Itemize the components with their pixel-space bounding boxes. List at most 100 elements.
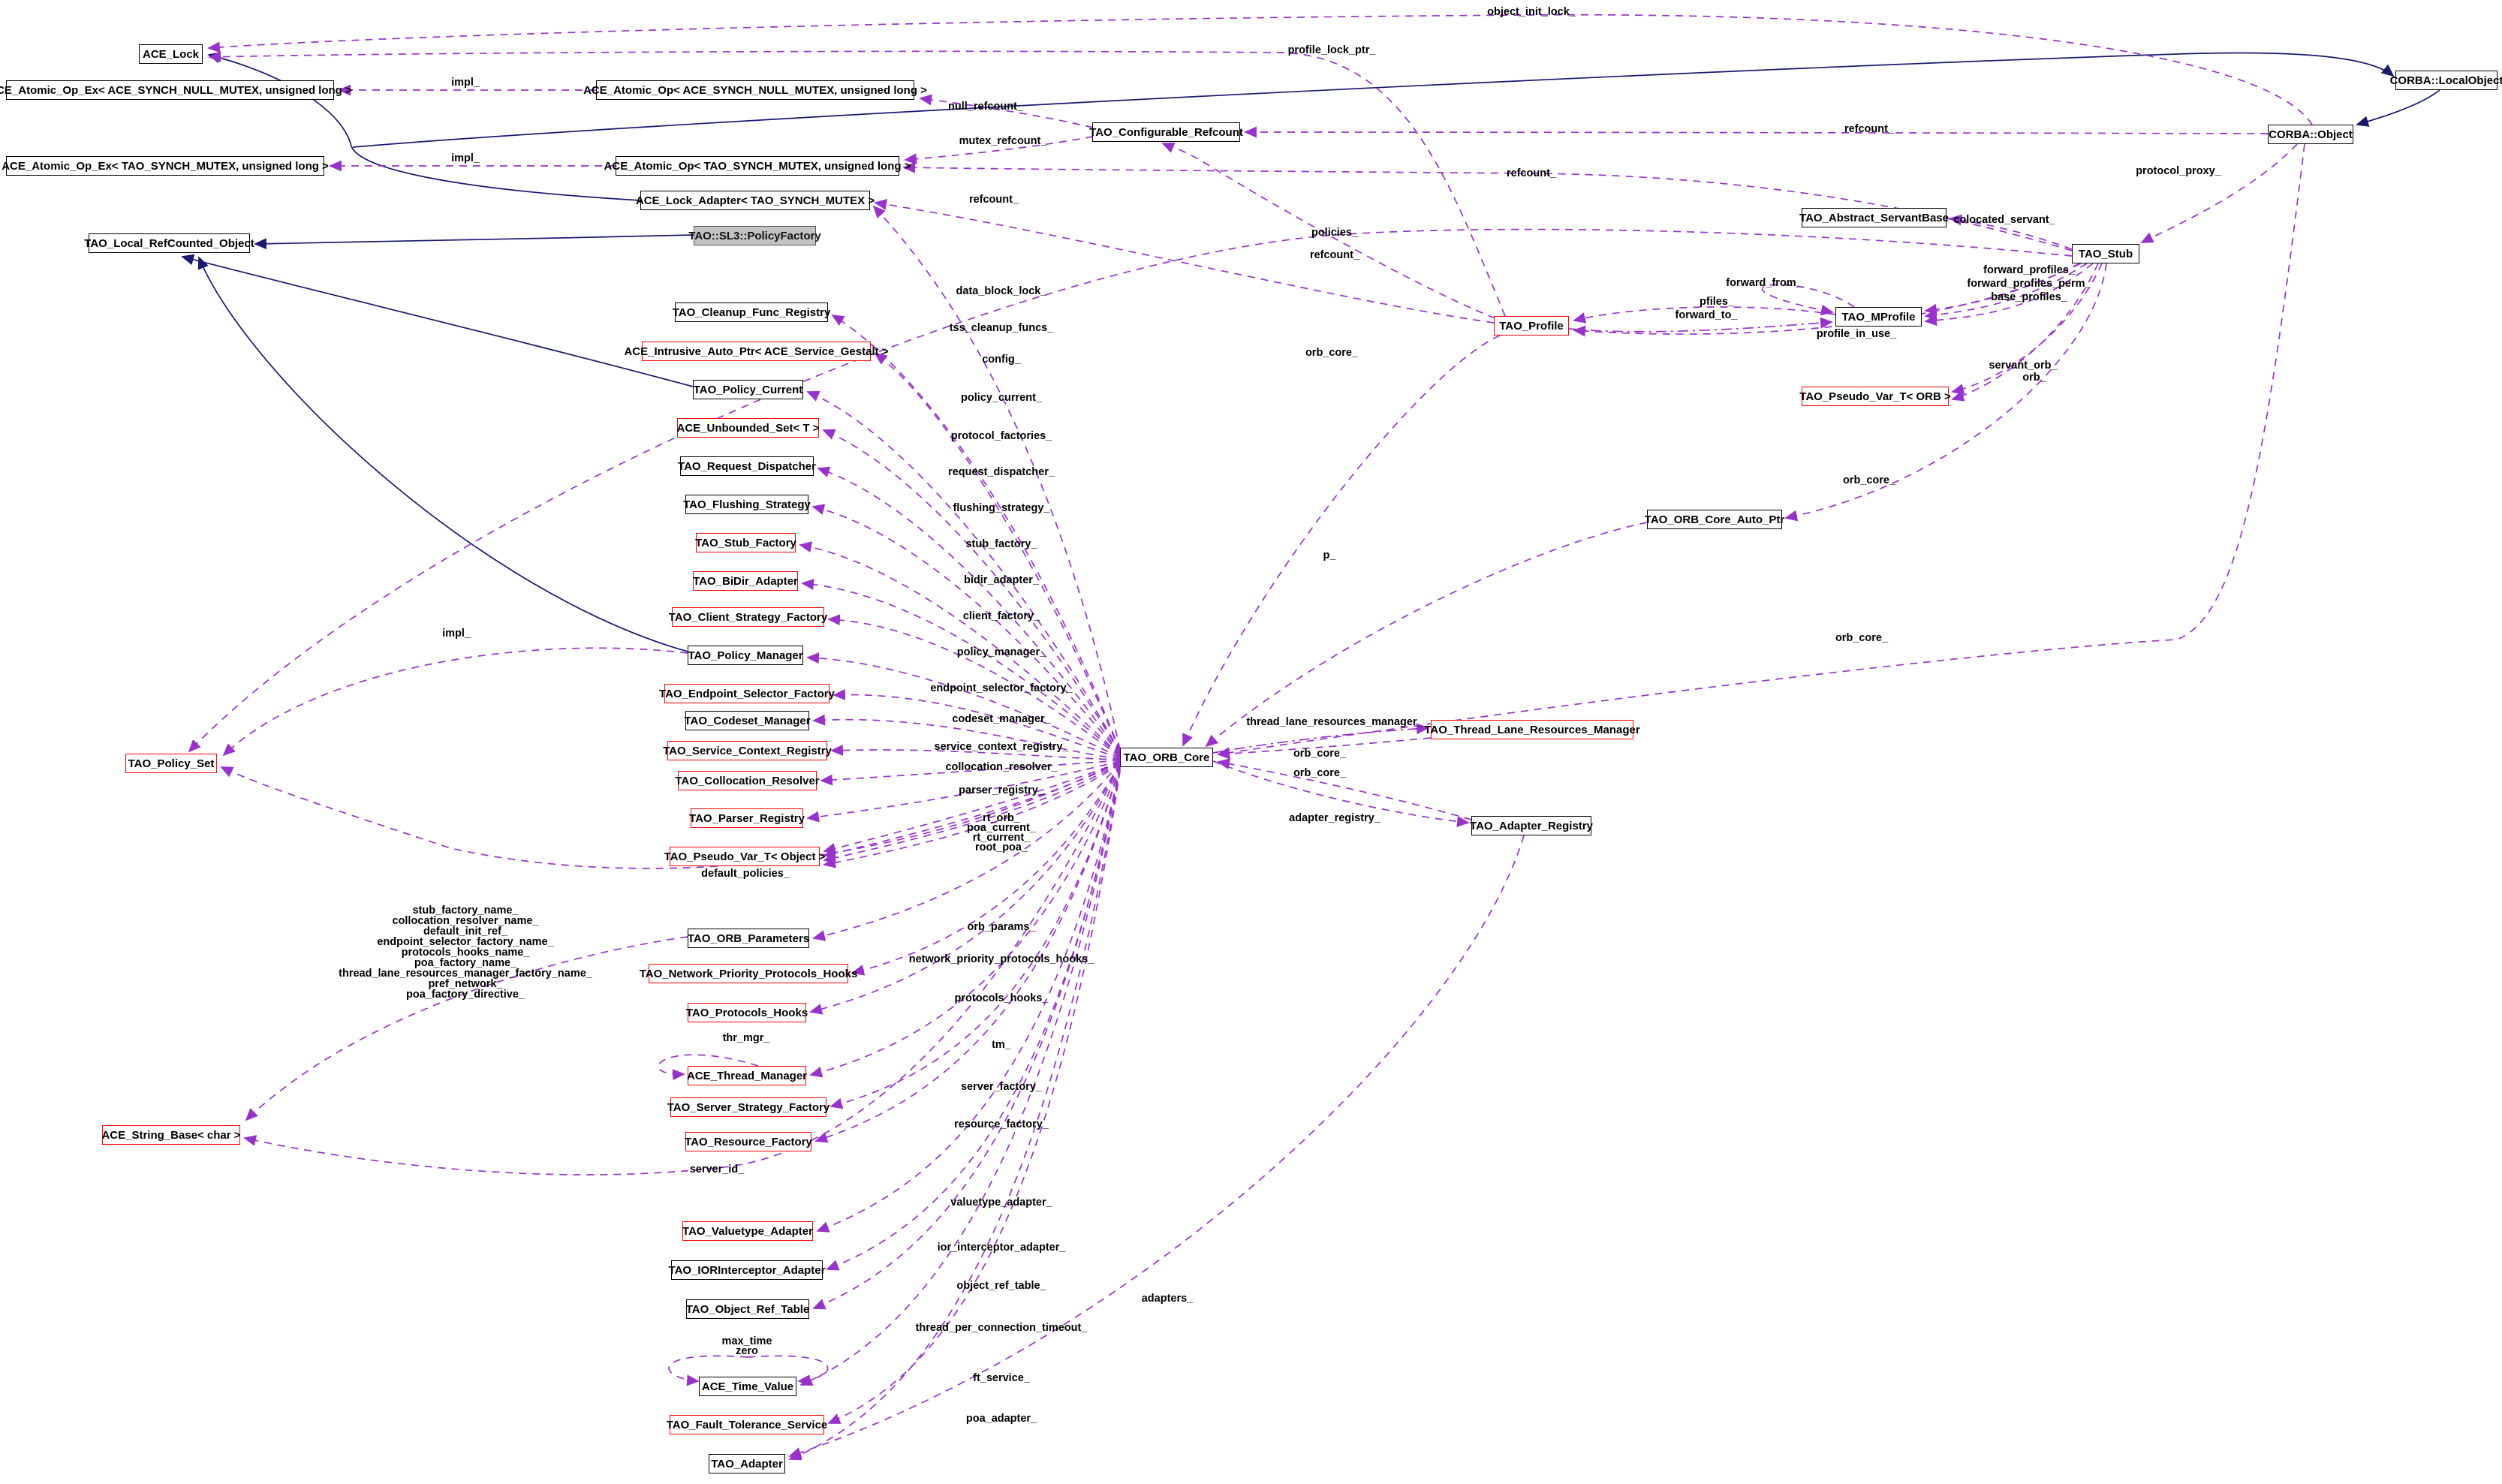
node-tao-adapter[interactable]: TAO_Adapter	[709, 1454, 785, 1473]
edge-servant_orb_	[1951, 263, 2103, 395]
edge-orb_	[1951, 263, 2099, 402]
node-tao-mprofile[interactable]: TAO_MProfile	[1835, 307, 1922, 327]
node-tao-cleanup-func-registry[interactable]: TAO_Cleanup_Func_Registry	[673, 303, 830, 322]
edge-forward_profiles_perm_	[1924, 263, 2088, 321]
node-corba-localobject[interactable]: CORBA::LocalObject	[2390, 71, 2502, 90]
edge-orb_core_-object-to-orbcore	[1217, 143, 2305, 759]
edge-client_factory_	[827, 614, 1121, 757]
node-tao-service-context-registry[interactable]: TAO_Service_Context_Registry	[663, 741, 832, 760]
node-tao-flushing-strategy[interactable]: TAO_Flushing_Strategy	[683, 495, 811, 514]
edge-policies_-stub-to-policy-set	[188, 228, 2073, 753]
node-ace-atomic-op-ex-null[interactable]: ACE_Atomic_Op_Ex< ACE_SYNCH_NULL_MUTEX, …	[0, 80, 352, 100]
edge-thr_mgr_-self-loop	[658, 1054, 759, 1081]
edge-orb_core_-tlrm-to-orbcore	[1217, 737, 1432, 760]
node-tao-policy-manager[interactable]: TAO_Policy_Manager	[688, 646, 803, 665]
edge-refcount_-profile-to-configurable	[1161, 143, 1496, 319]
edge-orb_core_-adapterreg-to-orbcore	[1217, 758, 1472, 820]
edge-object_ref_table_	[812, 768, 1121, 1310]
node-tao-resource-factory[interactable]: TAO_Resource_Factory	[685, 1132, 812, 1151]
edge-endpoint_selector_factory_	[832, 688, 1121, 759]
node-tao-stub-factory[interactable]: TAO_Stub_Factory	[695, 533, 796, 552]
node-tao-local-refcounted-object[interactable]: TAO_Local_RefCounted_Object	[84, 233, 254, 253]
node-ace-time-value[interactable]: ACE_Time_Value	[699, 1377, 796, 1396]
node-tao-configurable-refcount[interactable]: TAO_Configurable_Refcount	[1089, 122, 1243, 142]
node-corba-object[interactable]: CORBA::Object	[2268, 125, 2353, 144]
edge-profile_in_use_	[1573, 263, 2080, 337]
node-tao-server-strategy-factory[interactable]: TAO_Server_Strategy_Factory	[667, 1097, 829, 1117]
node-tao-client-strategy-factory[interactable]: TAO_Client_Strategy_Factory	[669, 607, 827, 627]
node-tao-object-ref-table[interactable]: TAO_Object_Ref_Table	[686, 1299, 809, 1319]
node-ace-atomic-op-null[interactable]: ACE_Atomic_Op< ACE_SYNCH_NULL_MUTEX, uns…	[583, 80, 927, 100]
node-tao-valuetype-adapter[interactable]: TAO_Valuetype_Adapter	[682, 1221, 813, 1241]
node-tao-iorinterceptor-adapter[interactable]: TAO_IORInterceptor_Adapter	[669, 1260, 825, 1280]
node-tao-request-dispatcher[interactable]: TAO_Request_Dispatcher	[678, 456, 816, 476]
edge-zero-loop	[747, 1355, 829, 1386]
node-tao-orb-core[interactable]: TAO_ORB_Core	[1120, 748, 1213, 767]
edge-forward_profiles_	[1924, 263, 2082, 315]
node-ace-atomic-op-tao[interactable]: ACE_Atomic_Op< TAO_SYNCH_MUTEX, unsigned…	[604, 156, 911, 176]
node-tao-thread-lane-resources-manager[interactable]: TAO_Thread_Lane_Resources_Manager	[1424, 720, 1640, 739]
edge-default_policies_	[220, 760, 1121, 869]
node-tao-codeset-manager[interactable]: TAO_Codeset_Manager	[684, 711, 811, 730]
node-tao-sl3-policyfactory[interactable]: TAO::SL3::PolicyFactory	[688, 226, 821, 245]
edge-adapters_	[788, 835, 1525, 1458]
node-tao-collocation-resolver[interactable]: TAO_Collocation_Resolver	[675, 771, 820, 790]
edge-protocol_factories_	[822, 429, 1121, 754]
node-tao-adapter-registry[interactable]: TAO_Adapter_Registry	[1470, 816, 1593, 835]
edge-ior_interceptor_adapter_	[826, 767, 1121, 1271]
edge-thread_per_connection_timeout_	[799, 769, 1121, 1386]
edge-config_	[874, 352, 1121, 752]
edge-network_priority_protocols_hooks_	[851, 763, 1121, 976]
edge-forward_to_	[1568, 317, 1833, 333]
node-tao-orb-parameters[interactable]: TAO_ORB_Parameters	[688, 929, 809, 948]
node-tao-orb-core-auto-ptr[interactable]: TAO_ORB_Core_Auto_Ptr	[1645, 510, 1784, 529]
node-tao-stub[interactable]: TAO_Stub	[2072, 244, 2139, 263]
node-ace-unbounded-set[interactable]: ACE_Unbounded_Set< T >	[676, 418, 820, 438]
node-tao-bidir-adapter[interactable]: TAO_BiDir_Adapter	[693, 571, 798, 591]
edge-stub_factory_	[799, 541, 1121, 756]
edge-bidir_adapter_	[801, 578, 1121, 757]
edge-impl_-policy-manager-to-set	[222, 647, 688, 757]
edge-policy_manager_	[806, 652, 1121, 758]
node-ace-string-base-char[interactable]: ACE_String_Base< char >	[101, 1125, 241, 1145]
edge-object_init_lock_	[207, 14, 2313, 125]
edge-server_id_	[243, 764, 1121, 1175]
edge-inherit-policymanager-to-localrefcounted	[197, 256, 688, 652]
node-tao-policy-set[interactable]: TAO_Policy_Set	[125, 754, 217, 773]
node-tao-profile[interactable]: TAO_Profile	[1494, 316, 1569, 336]
edge-collocation_resolver_	[820, 760, 1121, 786]
edge-base_profiles_	[1924, 263, 2094, 327]
node-ace-lock-adapter[interactable]: ACE_Lock_Adapter< TAO_SYNCH_MUTEX >	[636, 191, 875, 210]
edge-rt_orb_	[823, 761, 1121, 854]
edge-thread_lane_resources_manager_	[1212, 723, 1429, 754]
node-tao-network-priority-protocols-hooks[interactable]: TAO_Network_Priority_Protocols_Hooks	[640, 964, 857, 983]
edge-protocols_hooks_	[809, 763, 1121, 1015]
node-ace-intrusive-auto-ptr[interactable]: ACE_Intrusive_Auto_Ptr< ACE_Service_Gest…	[624, 342, 889, 361]
node-ace-thread-manager[interactable]: ACE_Thread_Manager	[687, 1066, 807, 1085]
node-tao-policy-current[interactable]: TAO_Policy_Current	[693, 380, 803, 399]
node-ace-atomic-op-ex-tao[interactable]: ACE_Atomic_Op_Ex< TAO_SYNCH_MUTEX, unsig…	[2, 156, 329, 176]
edge-mutex_refcount_	[904, 136, 1094, 165]
node-tao-pseudo-var-t-object[interactable]: TAO_Pseudo_Var_T< Object >	[664, 847, 825, 866]
node-tao-pseudo-var-t-orb[interactable]: TAO_Pseudo_Var_T< ORB >	[1799, 387, 1951, 406]
node-tao-abstract-servantbase[interactable]: TAO_Abstract_ServantBase	[1799, 208, 1949, 227]
edge-data_block_lock_	[872, 205, 1121, 751]
edge-colocated_servant_	[1949, 214, 2073, 250]
edge-adapter_registry_	[1212, 760, 1470, 827]
edge-inherit-policycurrent-to-localrefcounted	[181, 254, 694, 387]
edge-resource_factory_	[814, 766, 1121, 1143]
node-ace-lock[interactable]: ACE_Lock	[139, 44, 203, 64]
edge-protocol_proxy_	[2140, 143, 2298, 243]
edge-inherit-long-to-corba-localobject	[352, 52, 2395, 148]
edge-inherit-lock-adapter-to-ace-lock	[207, 52, 641, 201]
node-tao-protocols-hooks[interactable]: TAO_Protocols_Hooks	[686, 1003, 808, 1022]
node-tao-fault-tolerance-service[interactable]: TAO_Fault_Tolerance_Service	[667, 1415, 827, 1434]
edge-orb_core_-stub-to-autoptr	[1784, 263, 2107, 522]
edge-tm_	[809, 764, 1121, 1078]
edge-poa_adapter_	[788, 770, 1121, 1461]
node-tao-endpoint-selector-factory[interactable]: TAO_Endpoint_Selector_Factory	[659, 684, 835, 703]
edge-forward_from_-loop	[1762, 284, 1855, 316]
edge-parser_registry_	[806, 760, 1121, 823]
node-tao-parser-registry[interactable]: TAO_Parser_Registry	[689, 808, 805, 828]
edge-ft_service_	[827, 769, 1121, 1424]
